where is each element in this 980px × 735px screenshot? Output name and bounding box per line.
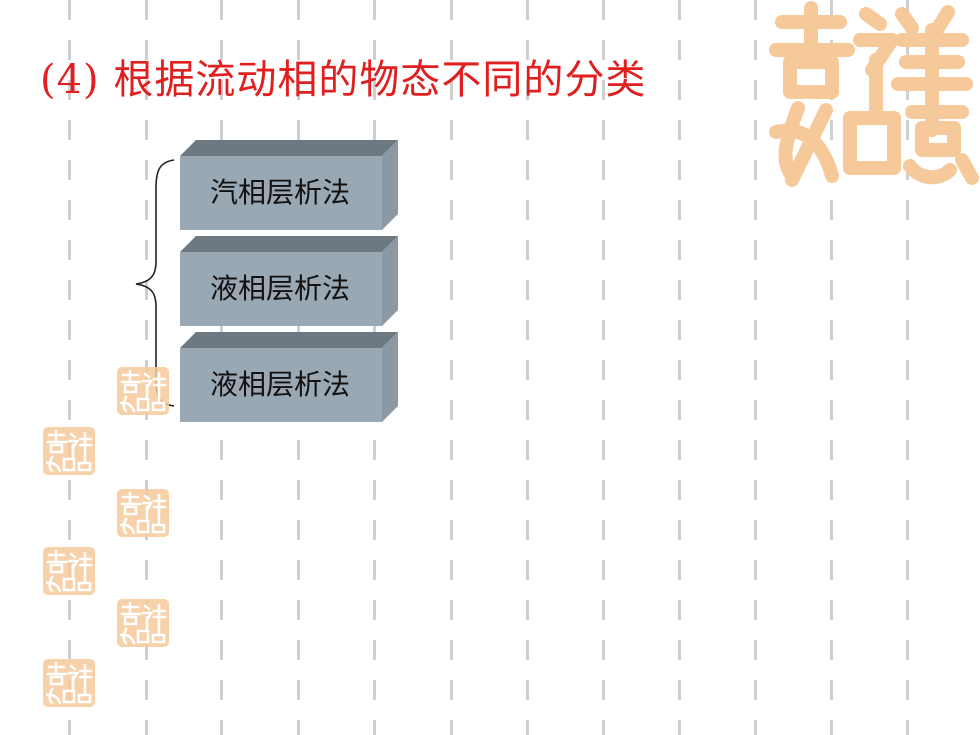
category-block-gas: 汽相层析法 bbox=[180, 140, 398, 230]
grid-line bbox=[602, 0, 605, 735]
category-label: 液相层析法 bbox=[209, 368, 350, 401]
grid-line bbox=[450, 0, 453, 735]
auspicious-seal-icon bbox=[42, 658, 96, 708]
grid-line bbox=[906, 0, 909, 735]
grid-line bbox=[68, 0, 71, 735]
auspicious-seal-icon bbox=[769, 1, 979, 187]
slide-title: (4) 根据流动相的物态不同的分类 bbox=[40, 57, 647, 103]
grid-line bbox=[526, 0, 529, 735]
auspicious-seal-icon bbox=[116, 598, 170, 648]
auspicious-seal-icon bbox=[42, 546, 96, 596]
auspicious-seal-icon bbox=[42, 426, 96, 476]
category-label: 汽相层析法 bbox=[209, 176, 350, 209]
auspicious-seal-icon bbox=[116, 366, 170, 416]
category-label: 液相层析法 bbox=[209, 272, 350, 305]
grid-line bbox=[830, 0, 833, 735]
category-block-liquid: 液相层析法 bbox=[180, 236, 398, 326]
grid-line bbox=[678, 0, 681, 735]
auspicious-seal-icon bbox=[116, 488, 170, 538]
grid-line bbox=[754, 0, 757, 735]
category-block-liquid-2: 液相层析法 bbox=[180, 332, 398, 422]
